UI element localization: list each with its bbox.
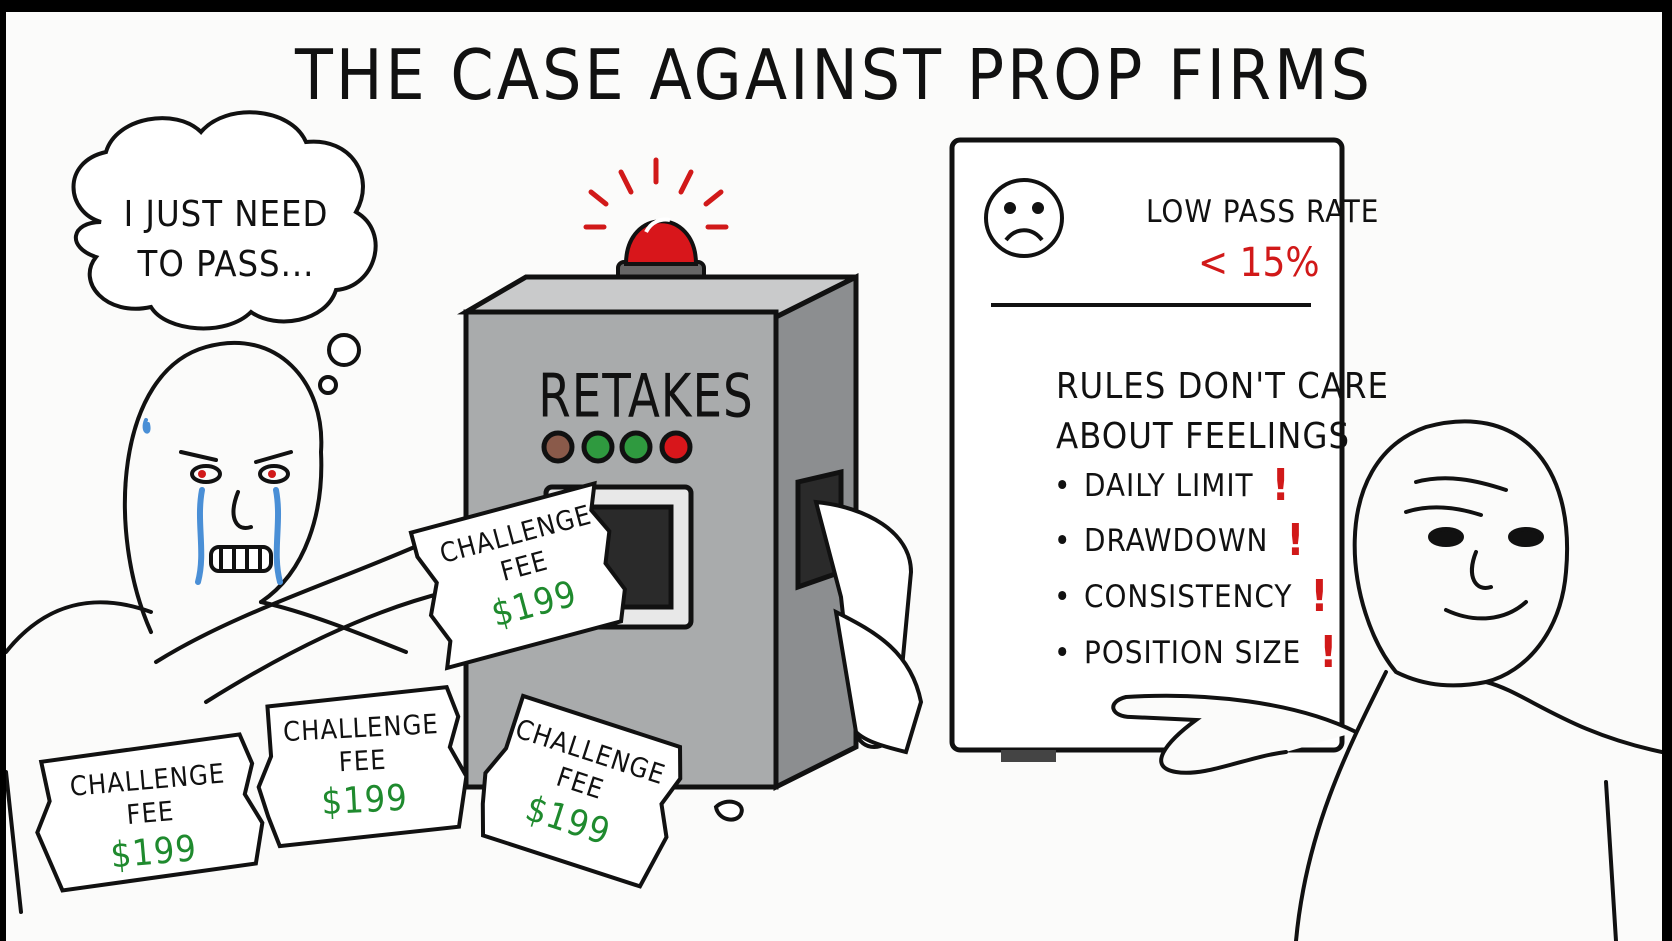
bullet-dot-icon: •: [1054, 523, 1072, 559]
machine-label: RETAKES: [538, 362, 754, 432]
ticket-floor: CHALLENGE FEE $199: [56, 756, 245, 883]
ticket-floor: CHALLENGE FEE $199: [275, 708, 451, 829]
sad-face-icon: [984, 178, 1064, 258]
page-title: THE CASE AGAINST PROP FIRMS: [295, 34, 1373, 116]
crying-wojak: [6, 340, 471, 914]
rules-heading-line-1: RULES DON'T CARE: [1056, 366, 1389, 407]
thought-bubble: [71, 110, 378, 395]
thought-bubble-text: I JUST NEED TO PASS...: [96, 190, 356, 290]
ticket-price: $199: [320, 777, 409, 824]
rule-label: POSITION SIZE: [1084, 635, 1302, 671]
rules-board: [949, 137, 1345, 762]
rule-item: • POSITION SIZE!: [1054, 627, 1338, 678]
bullet-dot-icon: •: [1054, 579, 1072, 615]
rules-heading-line-2: ABOUT FEELINGS: [1056, 416, 1351, 457]
rule-item: • DAILY LIMIT!: [1054, 460, 1291, 511]
tears: [142, 418, 283, 585]
rules-heading: RULES DON'T CARE ABOUT FEELINGS: [1056, 362, 1389, 462]
bullet-dot-icon: •: [1054, 468, 1072, 504]
rule-item: • CONSISTENCY!: [1054, 571, 1329, 622]
bullet-dot-icon: •: [1054, 635, 1072, 671]
rule-label: DAILY LIMIT: [1084, 468, 1254, 504]
illustration: [6, 110, 1662, 941]
smug-wojak: [1111, 419, 1662, 941]
exclamation-icon: !: [1286, 515, 1306, 566]
comic-panel: THE CASE AGAINST PROP FIRMS: [6, 12, 1662, 941]
pass-rate-value: < 15%: [1198, 240, 1320, 286]
rule-label: CONSISTENCY: [1084, 579, 1293, 615]
thought-line-1: I JUST NEED: [123, 194, 329, 235]
ticket-shapes: [35, 480, 683, 893]
exclamation-icon: !: [1319, 627, 1339, 678]
exclamation-icon: !: [1271, 460, 1291, 511]
shredded-paper: [813, 499, 924, 755]
exclamation-icon: !: [1310, 571, 1330, 622]
rule-item: • DRAWDOWN!: [1054, 515, 1305, 566]
paper-scrap: [713, 799, 744, 822]
rule-label: DRAWDOWN: [1084, 523, 1269, 559]
thought-line-2: TO PASS...: [137, 244, 315, 285]
alarm-light-icon: [583, 157, 729, 292]
pass-rate-label: LOW PASS RATE: [1146, 194, 1380, 230]
